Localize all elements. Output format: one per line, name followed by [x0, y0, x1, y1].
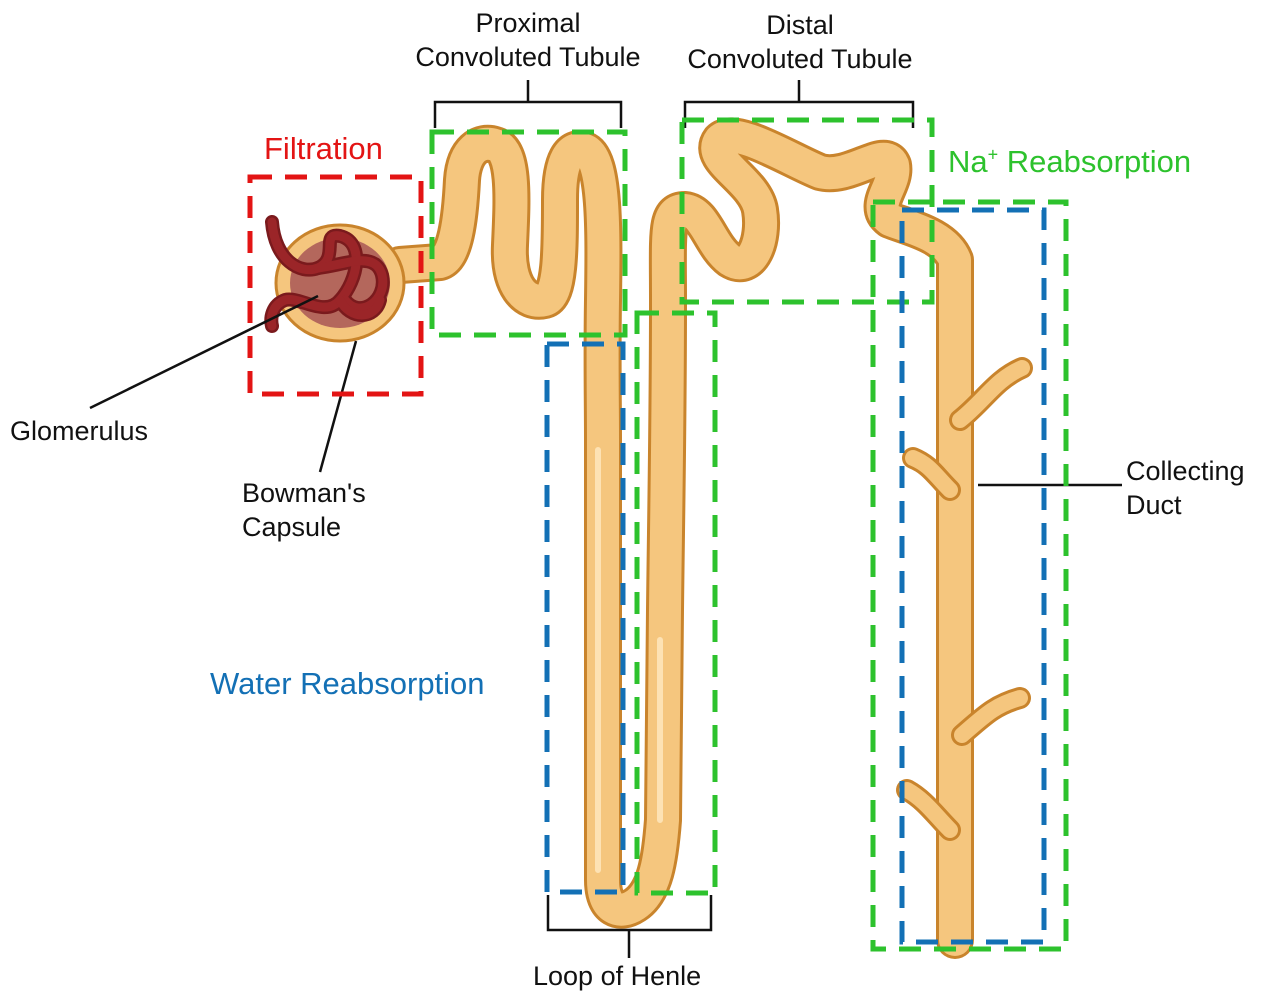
- bowmans-label-line1: Bowman's: [242, 478, 366, 508]
- sodium-charge: +: [987, 144, 999, 165]
- loop-bracket: [546, 895, 713, 958]
- bowmans-leader: [318, 340, 358, 473]
- distal-label: Distal Convoluted Tubule: [672, 8, 928, 76]
- water-reabsorption-label: Water Reabsorption: [210, 666, 485, 701]
- collecting-duct-branches: [896, 357, 1033, 841]
- bowmans-label-line2: Capsule: [242, 512, 342, 542]
- glomerulus-highlight: [266, 217, 388, 331]
- water-box-descending: [544, 341, 626, 895]
- sodium-reabsorption-text: Reabsorption: [998, 144, 1192, 179]
- collecting-label-line1: Collecting: [1126, 456, 1245, 486]
- proximal-bracket: [433, 80, 623, 128]
- glomerulus-label: Glomerulus: [10, 416, 149, 446]
- distal-bracket: [683, 80, 915, 128]
- distal-label-line2: Convoluted Tubule: [687, 44, 913, 74]
- tubule-fill: [384, 120, 971, 956]
- sodium-box-collecting: [870, 199, 1069, 952]
- loop-of-henle-label: Loop of Henle: [533, 961, 702, 991]
- proximal-label-line1: Proximal: [475, 8, 581, 38]
- bowmans-capsule-label: Bowman's Capsule: [242, 476, 366, 544]
- sodium-box-ascending: [634, 310, 718, 896]
- leader-lines: [89, 80, 1122, 958]
- sodium-symbol: Na: [948, 144, 988, 179]
- sodium-box-proximal: [429, 129, 628, 338]
- sodium-box-distal: [679, 117, 935, 305]
- water-box-collecting: [899, 207, 1047, 945]
- proximal-label: Proximal Convoluted Tubule: [400, 6, 656, 74]
- distal-label-line1: Distal: [766, 10, 834, 40]
- collecting-label-line2: Duct: [1126, 490, 1182, 520]
- filtration-label: Filtration: [264, 131, 383, 166]
- collecting-duct-label: Collecting Duct: [1126, 454, 1245, 522]
- filtration-box: [247, 174, 424, 397]
- sodium-reabsorption-label: Na+ Reabsorption: [948, 144, 1191, 180]
- proximal-label-line2: Convoluted Tubule: [415, 42, 641, 72]
- glomerulus-leader: [89, 294, 319, 410]
- region-boxes: [247, 117, 1069, 952]
- renal-tubule: [381, 117, 1033, 959]
- tubule-highlight: [595, 447, 663, 873]
